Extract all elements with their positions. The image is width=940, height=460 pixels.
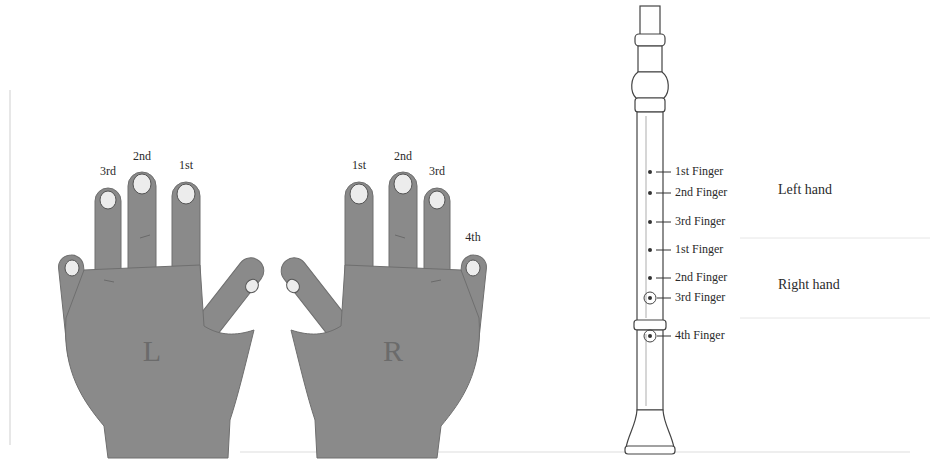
finger-number: 1st (352, 159, 366, 172)
hand-label: Right hand (778, 277, 840, 292)
finger-label: 1st Finger (675, 165, 723, 178)
finger-label: 4th Finger (675, 329, 725, 342)
finger-label: 3rd Finger (675, 215, 725, 228)
right-hand (276, 172, 488, 458)
hand-letter: R (383, 334, 403, 367)
recorder (625, 6, 675, 454)
hand-letter: L (143, 334, 161, 367)
finger-hole (648, 170, 652, 338)
finger-label: 2nd Finger (675, 186, 727, 199)
hand-label: Left hand (778, 182, 832, 197)
left-hand (57, 172, 269, 458)
finger-number: 1st (179, 159, 193, 172)
finger-number: 3rd (100, 165, 116, 178)
finger-number: 2nd (394, 150, 412, 163)
finger-number: 2nd (133, 150, 151, 163)
page-edge (10, 90, 11, 445)
finger-label: 3rd Finger (675, 291, 725, 304)
divider-line (740, 318, 930, 319)
finger-number: 3rd (429, 165, 445, 178)
leader-line (656, 172, 671, 336)
finger-number: 4th (465, 231, 480, 244)
finger-label: 2nd Finger (675, 271, 727, 284)
divider-line (740, 238, 930, 239)
double-hole-ring (644, 292, 656, 342)
finger-label: 1st Finger (675, 243, 723, 256)
